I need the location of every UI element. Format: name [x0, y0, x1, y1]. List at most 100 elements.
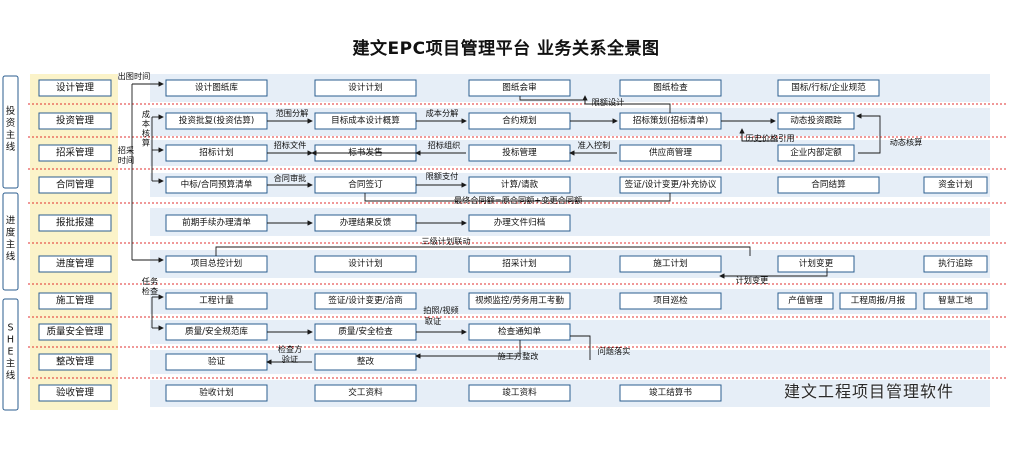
process-node[interactable]: [777, 176, 880, 194]
link-final-amount: [364, 193, 671, 202]
process-node-label: 质量/安全检查: [338, 325, 393, 337]
process-node-label: 设计计划: [348, 81, 382, 93]
module-box[interactable]: [38, 214, 112, 232]
process-node-label: 检查通知单: [498, 325, 541, 337]
process-node[interactable]: [777, 112, 855, 130]
process-node-label: 中标/合同预算清单: [181, 178, 253, 190]
process-node-label: 视频监控/劳务用工考勤: [475, 294, 564, 306]
link-three-level: [215, 246, 751, 256]
process-node-label: 目标成本设计概算: [331, 114, 400, 126]
process-node-label: 国标/行标/企业规范: [791, 81, 866, 93]
annotation-label: 准入控制: [578, 140, 611, 150]
process-node[interactable]: [165, 255, 268, 273]
process-node-label: 投标管理: [502, 146, 537, 158]
process-node[interactable]: [468, 214, 571, 232]
process-node-label: 招标计划: [199, 146, 233, 158]
annotation-label: 任务: [142, 276, 158, 286]
process-node[interactable]: [468, 292, 571, 310]
process-node-label: 计算/请款: [501, 178, 539, 190]
main-line-box: [2, 75, 19, 189]
process-node[interactable]: [619, 384, 722, 402]
process-node[interactable]: [468, 176, 571, 194]
annotation-label: 验证: [282, 354, 298, 364]
process-node-label: 办理结果反馈: [340, 216, 392, 228]
module-label: 进度管理: [56, 258, 95, 270]
link-issue: [570, 335, 591, 360]
process-node[interactable]: [777, 255, 855, 273]
module-label: 整改管理: [56, 356, 95, 368]
process-node-label: 验收计划: [199, 386, 233, 398]
connector: [856, 113, 881, 154]
process-node[interactable]: [468, 79, 571, 97]
annotation-label: 问题落实: [598, 346, 631, 356]
process-node[interactable]: [314, 79, 417, 97]
module-label: 施工管理: [56, 295, 95, 307]
process-node[interactable]: [777, 79, 880, 97]
process-node[interactable]: [165, 79, 268, 97]
process-node[interactable]: [314, 292, 417, 310]
process-node[interactable]: [619, 292, 722, 310]
process-node[interactable]: [619, 144, 722, 162]
main-line-label: 投资主线: [6, 105, 16, 153]
process-node-label: 前期手续办理清单: [182, 216, 251, 228]
process-node[interactable]: [468, 323, 571, 341]
module-box[interactable]: [38, 144, 112, 162]
process-node[interactable]: [619, 79, 722, 97]
process-node-label: 设计图纸库: [195, 81, 238, 93]
process-node-label: 图纸会审: [502, 81, 536, 93]
process-node[interactable]: [839, 292, 917, 310]
module-box[interactable]: [38, 384, 112, 402]
process-node[interactable]: [923, 292, 988, 310]
process-node-label: 资金计划: [938, 178, 972, 190]
process-node-label: 合约规划: [502, 114, 536, 126]
process-node[interactable]: [468, 255, 571, 273]
module-box[interactable]: [38, 176, 112, 194]
annotation-label: 取证: [425, 316, 441, 326]
process-node-label: 图纸检查: [653, 81, 688, 93]
module-box[interactable]: [38, 79, 112, 97]
process-node-label: 项目总控计划: [191, 257, 243, 269]
process-node-label: 产值管理: [788, 294, 823, 306]
annotation-label: 时间: [118, 155, 134, 165]
process-node[interactable]: [468, 384, 571, 402]
process-node[interactable]: [923, 255, 988, 273]
main-line-box: [2, 192, 19, 291]
annotation-label: 招标组织: [428, 140, 461, 150]
process-node-label: 设计计划: [348, 257, 382, 269]
process-node[interactable]: [619, 255, 722, 273]
process-node-label: 签证/设计变更/补充协议: [625, 178, 717, 190]
module-box[interactable]: [38, 323, 112, 341]
process-node[interactable]: [165, 384, 268, 402]
process-node[interactable]: [777, 144, 855, 162]
process-node[interactable]: [314, 384, 417, 402]
annotation-label: 出图时间: [118, 71, 151, 81]
module-label: 报批报建: [56, 217, 95, 229]
diagram-title: 建文EPC项目管理平台 业务关系全景图: [352, 39, 660, 59]
process-node[interactable]: [619, 176, 722, 194]
process-node[interactable]: [777, 292, 834, 310]
process-node-label: 办理文件归档: [494, 216, 546, 228]
link-rectify: [415, 340, 521, 359]
annotation-label: 合同审批: [274, 173, 307, 183]
process-node-label: 招标策划(招标清单): [633, 114, 708, 126]
module-box[interactable]: [38, 353, 112, 371]
process-node[interactable]: [314, 353, 417, 371]
process-node-label: 标书发售: [348, 146, 382, 158]
process-node-label: 质量/安全规范库: [185, 325, 248, 337]
main-line-box: [2, 298, 19, 411]
module-box[interactable]: [38, 255, 112, 273]
process-node[interactable]: [165, 292, 268, 310]
process-node-label: 竣工结算书: [649, 386, 692, 398]
module-label: 设计管理: [56, 82, 95, 94]
process-node[interactable]: [923, 176, 988, 194]
module-box[interactable]: [38, 292, 112, 310]
process-node-label: 竣工资料: [502, 386, 537, 398]
annotation-label: 限额设计: [592, 97, 625, 107]
module-box[interactable]: [38, 112, 112, 130]
process-node-label: 合同结算: [811, 178, 846, 190]
process-node[interactable]: [314, 255, 417, 273]
process-node-label: 企业内部定额: [790, 146, 842, 158]
